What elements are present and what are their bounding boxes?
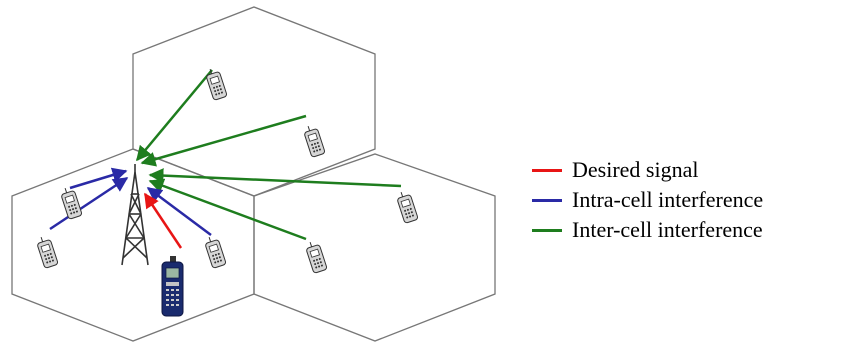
inter-cell-arrow xyxy=(148,178,307,241)
mobile-phone-icon xyxy=(202,234,227,269)
desired-signal-arrow xyxy=(143,192,183,249)
legend: Desired signal Intra-cell interference I… xyxy=(532,155,763,245)
mobile-phone-icon xyxy=(301,123,326,158)
mobile-phone-icon xyxy=(34,234,59,269)
cell-right xyxy=(253,153,496,342)
arrows xyxy=(49,69,402,249)
cell-tower-icon xyxy=(121,164,149,266)
legend-swatch xyxy=(532,228,562,232)
intra-cell-arrow xyxy=(49,176,129,231)
mobile-phone-icon xyxy=(203,66,228,101)
mobile-phone-icon xyxy=(58,185,83,220)
legend-label: Intra-cell interference xyxy=(572,187,764,212)
inter-cell-arrow xyxy=(148,168,402,188)
cell-top xyxy=(132,6,376,197)
inter-cell-arrow xyxy=(140,114,307,167)
mobiles xyxy=(34,66,419,274)
legend-item-inter: Inter-cell interference xyxy=(532,215,763,245)
legend-item-desired: Desired signal xyxy=(532,155,763,185)
legend-label: Inter-cell interference xyxy=(572,217,763,242)
cells xyxy=(11,6,496,342)
handset-icon xyxy=(161,256,184,317)
legend-swatch xyxy=(532,168,562,172)
legend-label: Desired signal xyxy=(572,157,699,182)
inter-cell-arrow xyxy=(136,69,213,162)
intra-cell-arrow xyxy=(69,167,128,190)
mobile-phone-icon xyxy=(303,239,328,274)
legend-swatch xyxy=(532,198,562,202)
mobile-phone-icon xyxy=(394,189,419,224)
legend-item-intra: Intra-cell interference xyxy=(532,185,763,215)
